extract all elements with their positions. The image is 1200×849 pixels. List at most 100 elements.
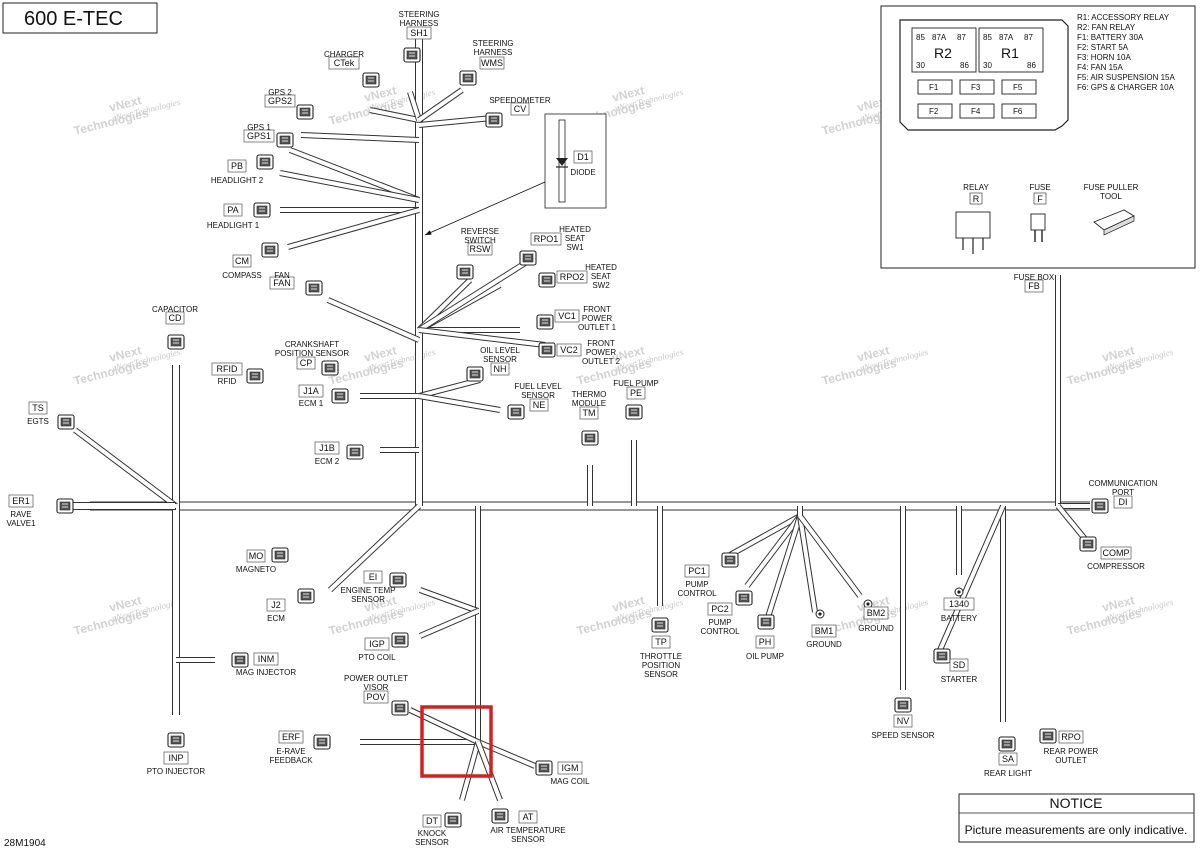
- connector-label: SPEED SENSOR: [871, 731, 934, 740]
- fuse-box-legend-item: F5: AIR SUSPENSION 15A: [1077, 73, 1175, 82]
- connector-code-box: [246, 549, 266, 563]
- connector-label: HARNESS: [400, 19, 439, 28]
- connector-code: FAN: [273, 278, 291, 288]
- wire-tube-fill: [289, 148, 420, 202]
- relay-pin-label: 85: [916, 33, 925, 42]
- fuse-part-label: FUSE: [1029, 183, 1050, 192]
- fuse-box-legend-item: F1: BATTERY 30A: [1077, 33, 1144, 42]
- connector-code-box: [490, 362, 510, 376]
- connector-code-box: [264, 94, 296, 108]
- connector-icon: [933, 648, 951, 664]
- connector-code-box: [406, 26, 432, 40]
- connectors-layer: [56, 47, 1109, 828]
- highlight-box: [420, 705, 493, 778]
- connector-code: PB: [231, 161, 243, 171]
- connector-code: BM1: [815, 626, 834, 636]
- connector-icon: [538, 342, 556, 358]
- ground-terminal-icon: [818, 612, 822, 616]
- fuse-slot-label: F2: [929, 107, 939, 116]
- connector-code: DI: [1119, 497, 1128, 507]
- connector-code: NE: [533, 400, 546, 410]
- wire-tube-fill: [729, 514, 801, 557]
- connector-icon: [246, 368, 264, 384]
- connector-label: SENSOR: [644, 670, 678, 679]
- wire-tube-fill: [418, 378, 481, 398]
- connector-code: ERF: [282, 732, 301, 742]
- connector-label: EGTS: [27, 417, 49, 426]
- ground-terminal-icon: [957, 590, 961, 594]
- diagram-title: 600 E-TEC: [24, 8, 123, 30]
- connector-label: SENSOR: [415, 838, 449, 847]
- connector-code: COMP: [1103, 548, 1130, 558]
- connector-code: TP: [655, 637, 667, 647]
- connector-code: CV: [514, 104, 527, 114]
- connector-label: SENSOR: [351, 595, 385, 604]
- connector-code: MO: [249, 551, 264, 561]
- connector-icon: [331, 388, 349, 404]
- connector-label: THROTTLE: [640, 652, 682, 661]
- connector-code: J1A: [303, 386, 319, 396]
- fuse-puller-icon: [1093, 209, 1135, 236]
- connector-icon: [757, 614, 775, 630]
- connector-code: FB: [1028, 281, 1040, 291]
- connector-code-box: [479, 56, 505, 70]
- relay-icon: [955, 211, 991, 254]
- connector-icon: [256, 154, 274, 170]
- connector-code: NH: [494, 364, 507, 374]
- title-block: 600 E-TEC: [2, 2, 158, 34]
- connector-icon: [305, 280, 323, 296]
- wire-tube-fill: [418, 328, 546, 347]
- connector-label: THERMO: [572, 390, 607, 399]
- connector-code: IGP: [369, 639, 385, 649]
- relay-part-label: RELAY: [963, 183, 989, 192]
- connector-code-box: [28, 401, 48, 415]
- connector-label: ECM 1: [299, 399, 324, 408]
- connector-label: HEATED: [585, 263, 617, 272]
- ground-terminal-icon: [866, 602, 870, 606]
- connector-code-box: [626, 386, 646, 400]
- connector-code: VC2: [560, 345, 578, 355]
- connector-label: SENSOR: [511, 835, 545, 844]
- connector-icon: [444, 812, 462, 828]
- connector-code-box: [579, 406, 599, 420]
- connector-label: FUEL LEVEL: [514, 382, 562, 391]
- connector-code-box: [269, 276, 295, 290]
- connector-label: HEATED: [559, 225, 591, 234]
- connector-icon: [459, 70, 477, 86]
- connector-code: D1: [577, 152, 589, 162]
- connector-code-box: [573, 150, 593, 164]
- connector-code: RPO1: [534, 234, 559, 244]
- connector-code: CM: [235, 256, 249, 266]
- connector-icon: [536, 314, 554, 330]
- connector-label: RFID: [218, 377, 237, 386]
- connector-code-box: [529, 398, 549, 412]
- connector-icon: [651, 617, 669, 633]
- connector-icon: [403, 47, 421, 63]
- connector-label: SWITCH: [464, 236, 496, 245]
- connector-label: FRONT: [583, 305, 611, 314]
- wire-tube-fill: [327, 298, 420, 342]
- connector-label: POWER: [586, 348, 616, 357]
- connector-label: SW2: [592, 281, 610, 290]
- connector-label: DIODE: [570, 168, 595, 177]
- connector-label: POSITION: [642, 661, 680, 670]
- connector-code-box: [1113, 495, 1133, 509]
- fuse-box-legend-item: F4: FAN 15A: [1077, 63, 1123, 72]
- connector-code: ER1: [12, 496, 30, 506]
- connector-code: INP: [168, 753, 183, 763]
- fuse-box-legend-item: R2: FAN RELAY: [1077, 23, 1136, 32]
- relay-pin-label: 30: [983, 61, 992, 70]
- connector-label: PTO INJECTOR: [147, 767, 206, 776]
- connector-code: 1340: [949, 599, 969, 609]
- connector-label: FUEL PUMP: [613, 379, 659, 388]
- connector-label: OIL LEVEL: [480, 346, 520, 355]
- relay-pin-label: 85: [983, 33, 992, 42]
- connector-code: SD: [953, 660, 966, 670]
- relay-slot-r1: [978, 27, 1044, 73]
- connector-code-box: [364, 637, 390, 651]
- connector-code: PH: [759, 637, 772, 647]
- relay-part-code: R: [973, 194, 980, 204]
- wire-tube-fill: [287, 208, 420, 249]
- connector-icon: [57, 414, 75, 430]
- fuse-box-legend-item: F6: GPS & CHARGER 10A: [1077, 83, 1175, 92]
